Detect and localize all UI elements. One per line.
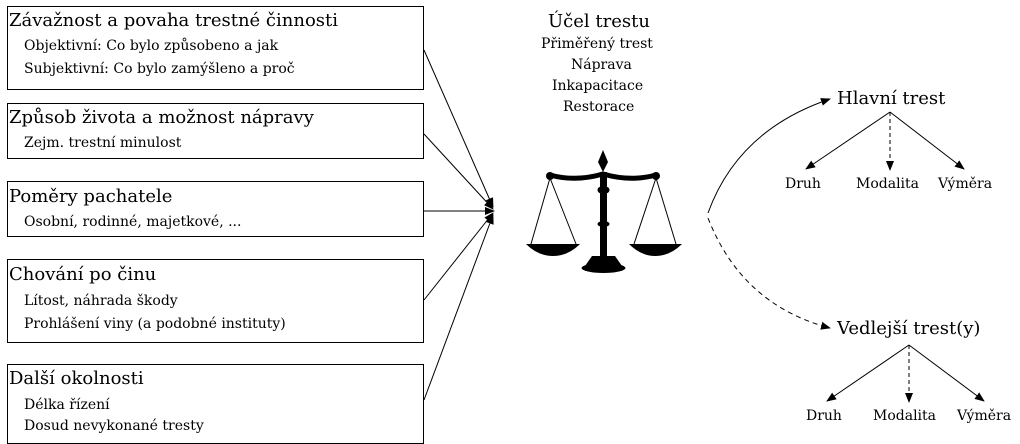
factor-box-other <box>7 364 424 444</box>
purpose-item: Náprava <box>571 57 632 73</box>
arrow-secondary-penalty <box>707 217 831 330</box>
secondary-penalty-type: Druh <box>806 408 842 424</box>
arrow-severity <box>423 49 494 208</box>
factor-line: Lítost, náhrada škody <box>24 293 178 309</box>
purpose-item: Přiměřený trest <box>541 36 653 52</box>
purpose-item: Restorace <box>563 99 635 115</box>
purpose-title: Účel trestu <box>548 11 650 32</box>
arrow-other <box>423 214 494 401</box>
secondary-penalty-title: Vedlejší trest(y) <box>837 318 981 339</box>
factor-arrows <box>423 49 495 401</box>
main-penalty-tree <box>805 111 965 171</box>
factor-box-circumstances <box>7 181 424 237</box>
factor-line: Délka řízení <box>24 397 110 413</box>
main-penalty-amount: Výměra <box>938 176 993 192</box>
factor-line: Subjektivní: Co bylo zamýšleno a proč <box>24 61 295 77</box>
purpose-item: Inkapacitace <box>552 78 644 94</box>
secondary-penalty-tree <box>826 344 985 403</box>
balance-scales-icon <box>526 150 682 273</box>
factor-line: Prohlášení viny (a podobné instituty) <box>24 316 286 332</box>
factor-title: Závažnost a povaha trestné činnosti <box>9 10 339 31</box>
factor-box-lifestyle <box>7 103 424 159</box>
factor-line: Osobní, rodinné, majetkové, ... <box>24 214 242 230</box>
arrow-main-penalty <box>707 98 831 214</box>
main-penalty-title: Hlavní trest <box>837 88 946 109</box>
arrow-conduct <box>423 212 494 301</box>
secondary-penalty-amount: Výměra <box>957 408 1012 424</box>
main-penalty-type: Druh <box>785 176 821 192</box>
factor-title: Další okolnosti <box>9 368 144 389</box>
arrow-lifestyle <box>423 133 494 210</box>
factor-title: Způsob života a možnost nápravy <box>9 107 314 128</box>
factor-line: Objektivní: Co bylo způsobeno a jak <box>24 38 279 54</box>
factor-line: Dosud nevykonané tresty <box>24 418 204 434</box>
factor-title: Chování po činu <box>9 264 157 285</box>
main-penalty-modality: Modalita <box>856 176 919 192</box>
secondary-penalty-modality: Modalita <box>873 408 936 424</box>
factor-line: Zejm. trestní minulost <box>24 135 182 151</box>
factor-box-severity <box>7 6 424 90</box>
factor-box-conduct <box>7 259 424 343</box>
factor-title: Poměry pachatele <box>9 186 173 207</box>
